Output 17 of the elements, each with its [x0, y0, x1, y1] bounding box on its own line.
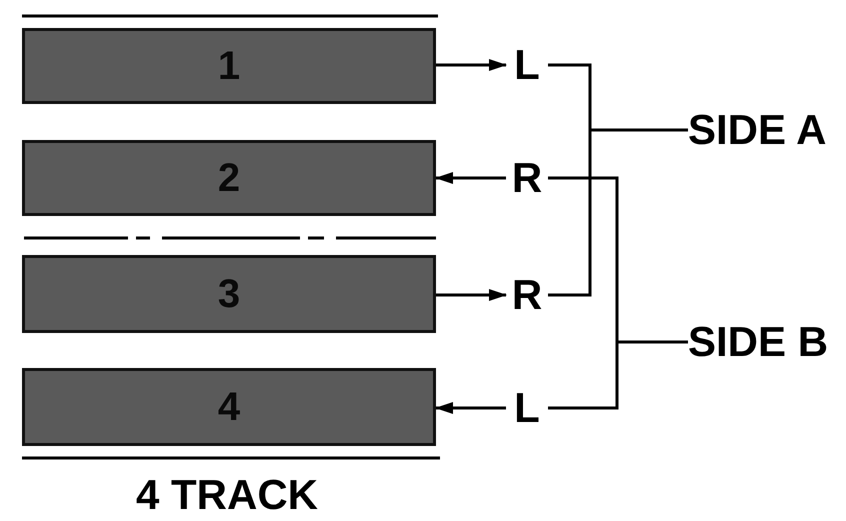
channel-label: R [506, 273, 548, 317]
arrow [436, 59, 507, 71]
tape-track-bar: 3 [22, 255, 436, 333]
side-label: SIDE A [688, 106, 846, 154]
channel-label: L [506, 43, 548, 87]
tape-track-bar: 1 [22, 28, 436, 104]
bracket-line [548, 128, 688, 296]
tape-track-bar: 4 [22, 368, 436, 446]
arrow [435, 172, 506, 184]
channel-label: R [506, 156, 548, 200]
arrow [436, 289, 507, 301]
tape-track-bar: 2 [22, 140, 436, 216]
side-label: SIDE B [688, 318, 846, 366]
bracket-line [548, 340, 688, 410]
arrow [435, 402, 506, 414]
channel-label: L [506, 386, 548, 430]
caption: 4 TRACK [136, 474, 318, 516]
